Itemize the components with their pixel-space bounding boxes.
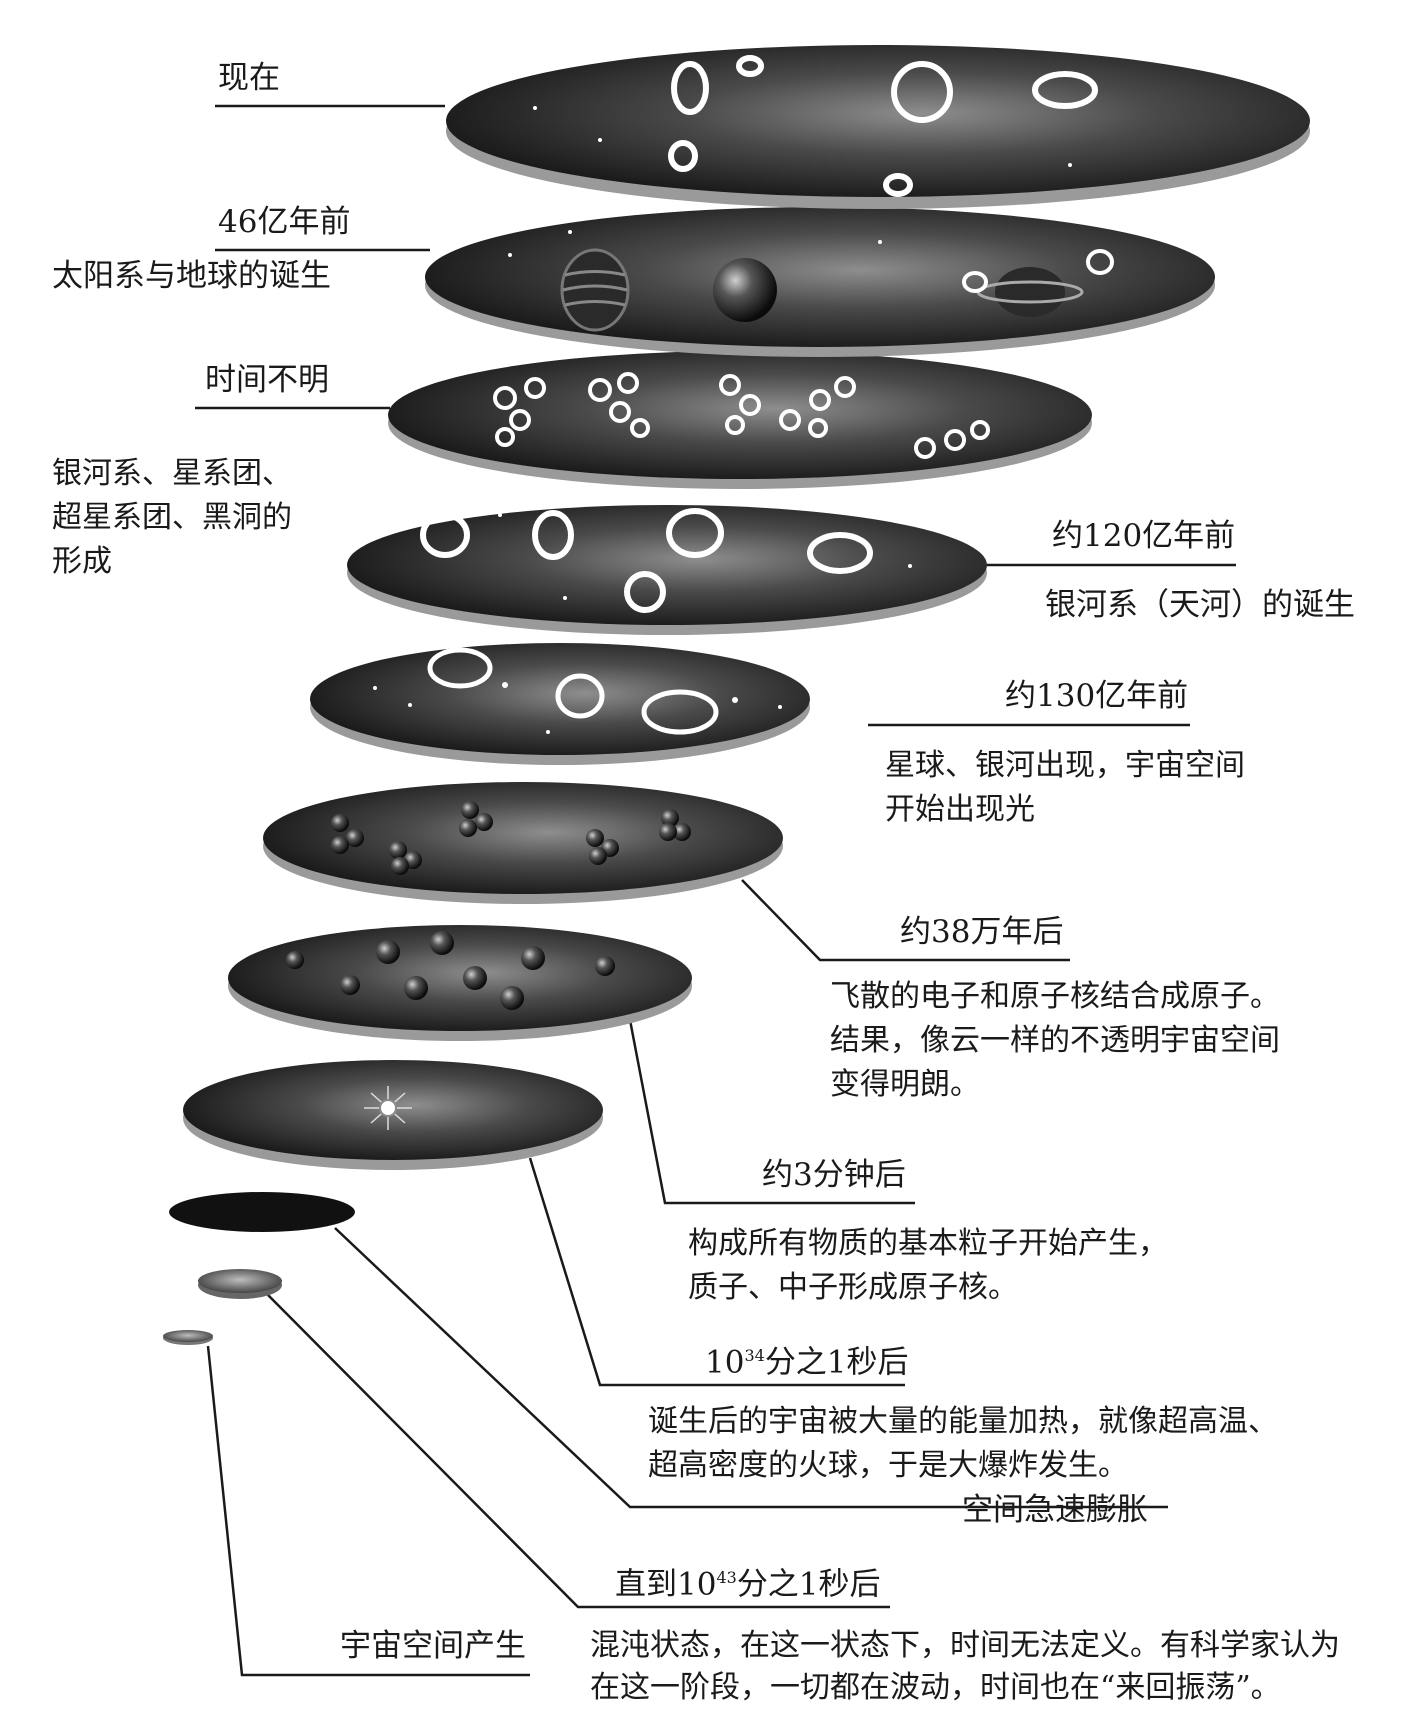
- connector-lines: [195, 104, 1236, 1677]
- label-43-exponent: 43: [716, 1568, 737, 1587]
- label-origin-desc-1: 混沌状态，在这一状态下，时间无法定义。有科学家认为: [590, 1628, 1340, 1663]
- label-unknown-desc-1: 银河系、星系团、: [52, 456, 292, 491]
- label-inflation: 空间急速膨胀: [962, 1492, 1148, 1528]
- label-unknown-desc-3: 形成: [52, 544, 112, 579]
- label-130-desc-1: 星球、银河出现，宇宙空间: [885, 748, 1245, 783]
- label-3m-desc-1: 构成所有物质的基本粒子开始产生，: [688, 1226, 1168, 1261]
- line-3m: [628, 1019, 915, 1205]
- label-origin: 宇宙空间产生: [340, 1628, 526, 1664]
- line-inflation: [334, 1227, 1168, 1509]
- label-34: 1034分之1秒后: [705, 1338, 909, 1380]
- label-3m: 约3分钟后: [762, 1157, 906, 1193]
- label-34-desc-1: 诞生后的宇宙被大量的能量加热，就像超高温、: [648, 1404, 1278, 1439]
- label-130: 约130亿年前: [1005, 678, 1189, 714]
- disc-38: [228, 925, 692, 1041]
- disc-origin: [163, 1330, 213, 1345]
- label-34-tail: 分之1秒后: [764, 1344, 909, 1381]
- label-origin-desc-2: 在这一阶段，一切都在波动，时间也在“来回振荡”。: [590, 1670, 1281, 1705]
- label-120: 约120亿年前: [1052, 518, 1236, 554]
- label-34-desc-2: 超高密度的火球，于是大爆炸发生。: [648, 1448, 1128, 1483]
- label-38-desc-2: 结果，像云一样的不透明宇宙空间: [830, 1023, 1280, 1058]
- disc-now: [446, 45, 1310, 209]
- label-3m-desc-2: 质子、中子形成原子核。: [688, 1270, 1018, 1305]
- label-43: 直到1043分之1秒后: [615, 1560, 881, 1602]
- label-43-base: 直到10: [615, 1566, 717, 1603]
- label-46-desc: 太阳系与地球的诞生: [52, 258, 331, 294]
- label-38-desc-1: 飞散的电子和原子核结合成原子。: [830, 979, 1280, 1014]
- label-now: 现在: [218, 60, 280, 96]
- disc-46: [425, 207, 1215, 357]
- label-130-desc-2: 开始出现光: [885, 792, 1035, 827]
- label-46: 46亿年前: [218, 204, 351, 240]
- label-38: 约38万年后: [900, 914, 1064, 950]
- disc-unknown: [388, 351, 1092, 489]
- disc-43: [198, 1269, 282, 1299]
- label-34-exponent: 34: [744, 1346, 765, 1365]
- line-origin: [206, 1345, 530, 1677]
- line-43: [267, 1294, 890, 1609]
- label-unknown: 时间不明: [205, 362, 329, 398]
- label-34-base: 10: [705, 1344, 745, 1381]
- line-38: [741, 879, 1070, 962]
- label-unknown-desc-2: 超星系团、黑洞的: [52, 500, 292, 535]
- label-38-desc-3: 变得明朗。: [830, 1067, 980, 1102]
- label-120-desc: 银河系（天河）的诞生: [1045, 587, 1355, 623]
- label-43-tail: 分之1秒后: [736, 1566, 881, 1603]
- disc-130: [310, 643, 810, 765]
- disc-120: [347, 505, 987, 635]
- line-34: [528, 1157, 905, 1387]
- disc-nuclei: [263, 782, 783, 904]
- disc-3m: [183, 1060, 603, 1170]
- disc-34: [169, 1192, 355, 1232]
